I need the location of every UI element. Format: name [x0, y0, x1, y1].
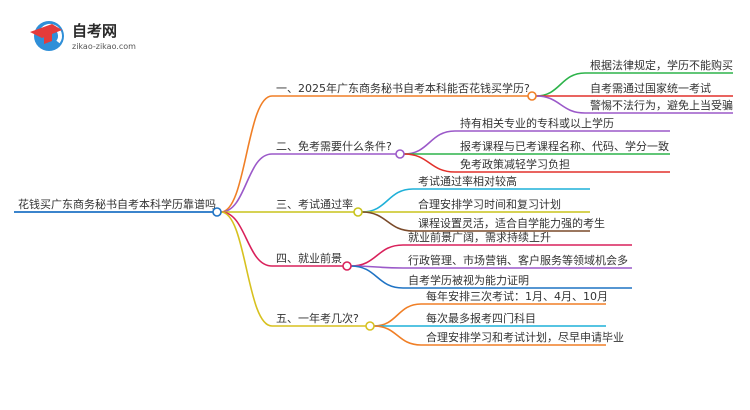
- branch-label-3[interactable]: 三、考试通过率: [276, 197, 353, 211]
- leaf-label[interactable]: 就业前景广阔，需求持续上升: [408, 230, 551, 244]
- graduation-cap-icon: [30, 21, 64, 51]
- branch-dot-1[interactable]: [527, 91, 537, 101]
- leaf-label[interactable]: 每次最多报考四门科目: [426, 311, 536, 325]
- branch-label-4[interactable]: 四、就业前景: [276, 251, 342, 265]
- leaf-label[interactable]: 警惕不法行为，避免上当受骗: [590, 98, 733, 112]
- mind-map-nodes: 花钱买广东商务秘书自考本科学历靠谱吗 一、2025年广东商务秘书自考本科能否花钱买…: [18, 58, 733, 344]
- branch-dot-3[interactable]: [353, 207, 363, 217]
- leaf-connector: [373, 303, 422, 327]
- root-node-dot[interactable]: [212, 207, 222, 217]
- leaf-connector: [535, 95, 586, 114]
- branch-dot-4[interactable]: [342, 261, 352, 271]
- leaf-label[interactable]: 根据法律规定，学历不能购买: [590, 58, 733, 72]
- leaf-label[interactable]: 自考学历被视为能力证明: [408, 273, 529, 287]
- leaf-label[interactable]: 自考需通过国家统一考试: [590, 81, 711, 95]
- branch-dot-2[interactable]: [395, 149, 405, 159]
- leaf-label[interactable]: 报考课程与已考课程名称、代码、学分一致: [460, 139, 669, 153]
- root-node-label[interactable]: 花钱买广东商务秘书自考本科学历靠谱吗: [18, 197, 216, 211]
- branch-label-1[interactable]: 一、2025年广东商务秘书自考本科能否花钱买学历?: [276, 81, 530, 95]
- branch-connector: [220, 95, 273, 213]
- leaf-label[interactable]: 持有相关专业的专科或以上学历: [460, 116, 614, 130]
- leaf-label[interactable]: 免考政策减轻学习负担: [460, 157, 570, 171]
- branch-connector: [220, 153, 273, 213]
- branch-connector: [220, 211, 273, 327]
- leaf-label[interactable]: 合理安排学习和考试计划，尽早申请毕业: [426, 330, 624, 344]
- connector-lines: [14, 72, 733, 346]
- brand-name: 自考网: [72, 22, 117, 40]
- branch-connector: [220, 211, 273, 267]
- leaf-connector: [361, 188, 414, 213]
- leaf-connector: [373, 325, 422, 346]
- leaf-label[interactable]: 行政管理、市场营销、客户服务等领域机会多: [408, 253, 628, 267]
- leaf-connector: [403, 130, 456, 155]
- leaf-label[interactable]: 考试通过率相对较高: [418, 174, 517, 188]
- branch-dot-5[interactable]: [365, 321, 375, 331]
- leaf-connector: [535, 72, 586, 97]
- branch-label-2[interactable]: 二、免考需要什么条件?: [276, 139, 392, 153]
- site-logo[interactable]: 自考网 zikao-zikao.com: [30, 21, 136, 51]
- leaf-label[interactable]: 课程设置灵活，适合自学能力强的考生: [418, 216, 605, 230]
- leaf-connector: [350, 265, 404, 289]
- leaf-label[interactable]: 每年安排三次考试：1月、4月、10月: [426, 289, 608, 303]
- leaf-connector: [350, 244, 404, 267]
- leaf-label[interactable]: 合理安排学习时间和复习计划: [418, 197, 561, 211]
- brand-url: zikao-zikao.com: [72, 42, 136, 51]
- leaf-connector: [361, 211, 414, 232]
- branch-label-5[interactable]: 五、一年考几次?: [276, 311, 359, 325]
- leaf-connector: [403, 153, 456, 173]
